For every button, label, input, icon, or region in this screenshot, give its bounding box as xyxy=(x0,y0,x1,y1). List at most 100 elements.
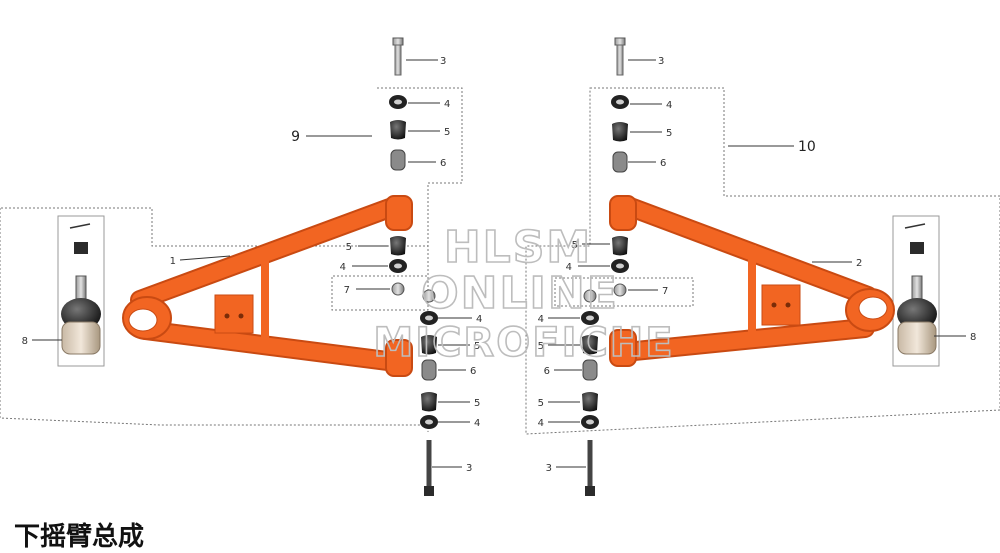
callout-5: 5 xyxy=(538,341,580,352)
svg-text:4: 4 xyxy=(444,99,450,110)
svg-text:4: 4 xyxy=(474,418,480,429)
svg-text:5: 5 xyxy=(346,242,352,253)
hardware-stacks xyxy=(389,37,629,496)
svg-text:3: 3 xyxy=(658,56,664,67)
callout-6: 6 xyxy=(544,366,582,377)
bolt-part[interactable] xyxy=(614,37,626,76)
washer-part[interactable] xyxy=(611,95,629,109)
bolt-part[interactable] xyxy=(392,37,404,76)
washer-part[interactable] xyxy=(581,311,599,325)
watermark-line-2: ONLINE xyxy=(421,268,619,319)
sleeve-part[interactable] xyxy=(612,151,628,173)
callout-2: 2 xyxy=(812,258,862,269)
svg-text:5: 5 xyxy=(474,341,480,352)
callout-8: 8 xyxy=(934,332,976,343)
left-a-arm[interactable] xyxy=(122,195,413,377)
bushing-part[interactable] xyxy=(582,392,598,412)
ball-joint-frame-right xyxy=(892,215,940,367)
bolt-part[interactable] xyxy=(424,440,434,496)
svg-text:5: 5 xyxy=(666,128,672,139)
bushing-part[interactable] xyxy=(612,236,628,256)
svg-text:5: 5 xyxy=(474,398,480,409)
bolt-part[interactable] xyxy=(585,440,595,496)
bushing-part[interactable] xyxy=(390,120,406,140)
svg-text:3: 3 xyxy=(546,463,552,474)
callout-10: 10 xyxy=(728,139,816,155)
bushing-part[interactable] xyxy=(582,335,598,355)
washer-part[interactable] xyxy=(611,259,629,273)
svg-text:6: 6 xyxy=(544,366,550,377)
washer-part[interactable] xyxy=(581,415,599,429)
svg-text:5: 5 xyxy=(444,127,450,138)
callout-5: 5 xyxy=(408,127,450,138)
sleeve-part[interactable] xyxy=(582,359,598,381)
sleeve-part[interactable] xyxy=(421,359,437,381)
svg-text:5: 5 xyxy=(538,398,544,409)
callout-3: 3 xyxy=(546,463,586,474)
bushing-part[interactable] xyxy=(421,392,437,412)
washer-part[interactable] xyxy=(389,259,407,273)
svg-text:10: 10 xyxy=(798,139,816,155)
bushing-part[interactable] xyxy=(612,122,628,142)
callout-3: 3 xyxy=(628,56,664,67)
ball-joint-frame-left xyxy=(57,215,105,367)
grease-fitting-part[interactable] xyxy=(613,283,627,297)
washer-part[interactable] xyxy=(389,95,407,109)
sleeve-part[interactable] xyxy=(390,149,406,171)
svg-text:7: 7 xyxy=(662,286,668,297)
right-a-arm[interactable] xyxy=(609,195,895,367)
callout-1: 1 xyxy=(170,255,231,267)
bushing-part[interactable] xyxy=(421,335,437,355)
callout-5: 5 xyxy=(346,242,388,253)
ball-joint-left[interactable] xyxy=(61,223,101,355)
grease-fitting-part[interactable] xyxy=(422,289,436,303)
washer-part[interactable] xyxy=(420,415,438,429)
grease-fitting-part[interactable] xyxy=(391,282,405,296)
watermark-line-1: HLSM xyxy=(444,222,592,273)
svg-text:1: 1 xyxy=(170,256,176,267)
callout-4: 4 xyxy=(630,100,672,111)
svg-text:5: 5 xyxy=(572,240,578,251)
svg-text:8: 8 xyxy=(970,332,976,343)
callout-4: 4 xyxy=(566,262,610,273)
callout-4: 4 xyxy=(538,418,580,429)
callout-5: 5 xyxy=(572,240,610,251)
bushing-part[interactable] xyxy=(390,236,406,256)
right-assembly-outline xyxy=(525,87,1000,435)
svg-text:6: 6 xyxy=(470,366,476,377)
watermark: HLSM ONLINE MICROFICHE xyxy=(373,221,674,367)
svg-text:5: 5 xyxy=(538,341,544,352)
svg-text:3: 3 xyxy=(466,463,472,474)
callout-6: 6 xyxy=(628,158,666,169)
callout-5: 5 xyxy=(630,128,672,139)
callout-4: 4 xyxy=(538,314,580,325)
svg-text:2: 2 xyxy=(856,258,862,269)
svg-text:4: 4 xyxy=(666,100,672,111)
callout-4: 4 xyxy=(438,418,480,429)
svg-text:3: 3 xyxy=(440,56,446,67)
svg-text:4: 4 xyxy=(566,262,572,273)
grease-fitting-part[interactable] xyxy=(583,289,597,303)
callout-4: 4 xyxy=(408,99,450,110)
callout-7: 7 xyxy=(344,285,390,296)
svg-text:4: 4 xyxy=(538,314,544,325)
callout-5: 5 xyxy=(438,398,480,409)
svg-text:8: 8 xyxy=(22,336,28,347)
callout-3: 3 xyxy=(432,463,472,474)
callout-7: 7 xyxy=(628,286,668,297)
ball-joint-right[interactable] xyxy=(897,223,937,355)
callout-4: 4 xyxy=(438,314,482,325)
washer-part[interactable] xyxy=(420,311,438,325)
svg-text:4: 4 xyxy=(340,262,346,273)
callout-4: 4 xyxy=(340,262,388,273)
svg-text:6: 6 xyxy=(660,158,666,169)
callout-5: 5 xyxy=(538,398,580,409)
svg-text:9: 9 xyxy=(291,129,300,145)
callout-8: 8 xyxy=(22,336,62,347)
svg-text:6: 6 xyxy=(440,158,446,169)
callout-9: 9 xyxy=(291,129,372,145)
page-title: 下摇臂总成 xyxy=(14,522,145,552)
callout-5: 5 xyxy=(438,341,480,352)
